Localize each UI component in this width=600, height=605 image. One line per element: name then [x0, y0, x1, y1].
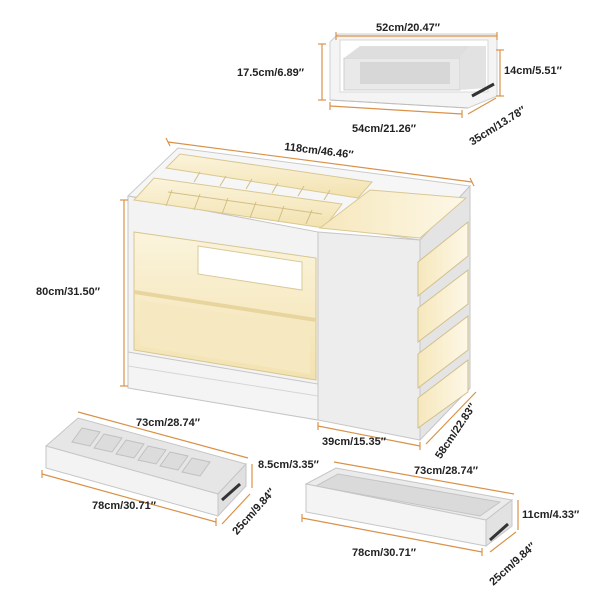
right-drawer-height-label: 11cm/4.33″: [522, 509, 580, 521]
top-drawer-bottom-width-label: 54cm/21.26″: [352, 123, 416, 135]
left-drawer-bottom-width-label: 78cm/30.71″: [92, 500, 156, 512]
top-drawer-height-label: 17.5cm/6.89″: [237, 67, 305, 79]
right-drawer-dimension-lines: [301, 461, 519, 556]
top-drawer-dimension-lines: [318, 32, 504, 118]
top-drawer-side-height-label: 14cm/5.51″: [504, 65, 562, 77]
cabinet-dimension-lines: [120, 137, 477, 450]
right-drawer: [304, 467, 514, 548]
left-drawer-width-label: 73cm/28.74″: [136, 417, 200, 429]
cabinet: [126, 147, 472, 442]
right-drawer-width-label: 73cm/28.74″: [414, 465, 478, 477]
cabinet-side-width-label: 39cm/15.35″: [322, 436, 386, 448]
right-drawer-bottom-width-label: 78cm/30.71″: [352, 547, 416, 559]
left-drawer: [44, 417, 247, 518]
top-drawer-width-label: 52cm/20.47″: [376, 22, 440, 34]
left-drawer-height-label: 8.5cm/3.35″: [258, 459, 319, 471]
cabinet-height-label: 80cm/31.50″: [36, 286, 100, 298]
left-drawer-dimension-lines: [41, 411, 253, 526]
top-drawer: [329, 33, 498, 109]
